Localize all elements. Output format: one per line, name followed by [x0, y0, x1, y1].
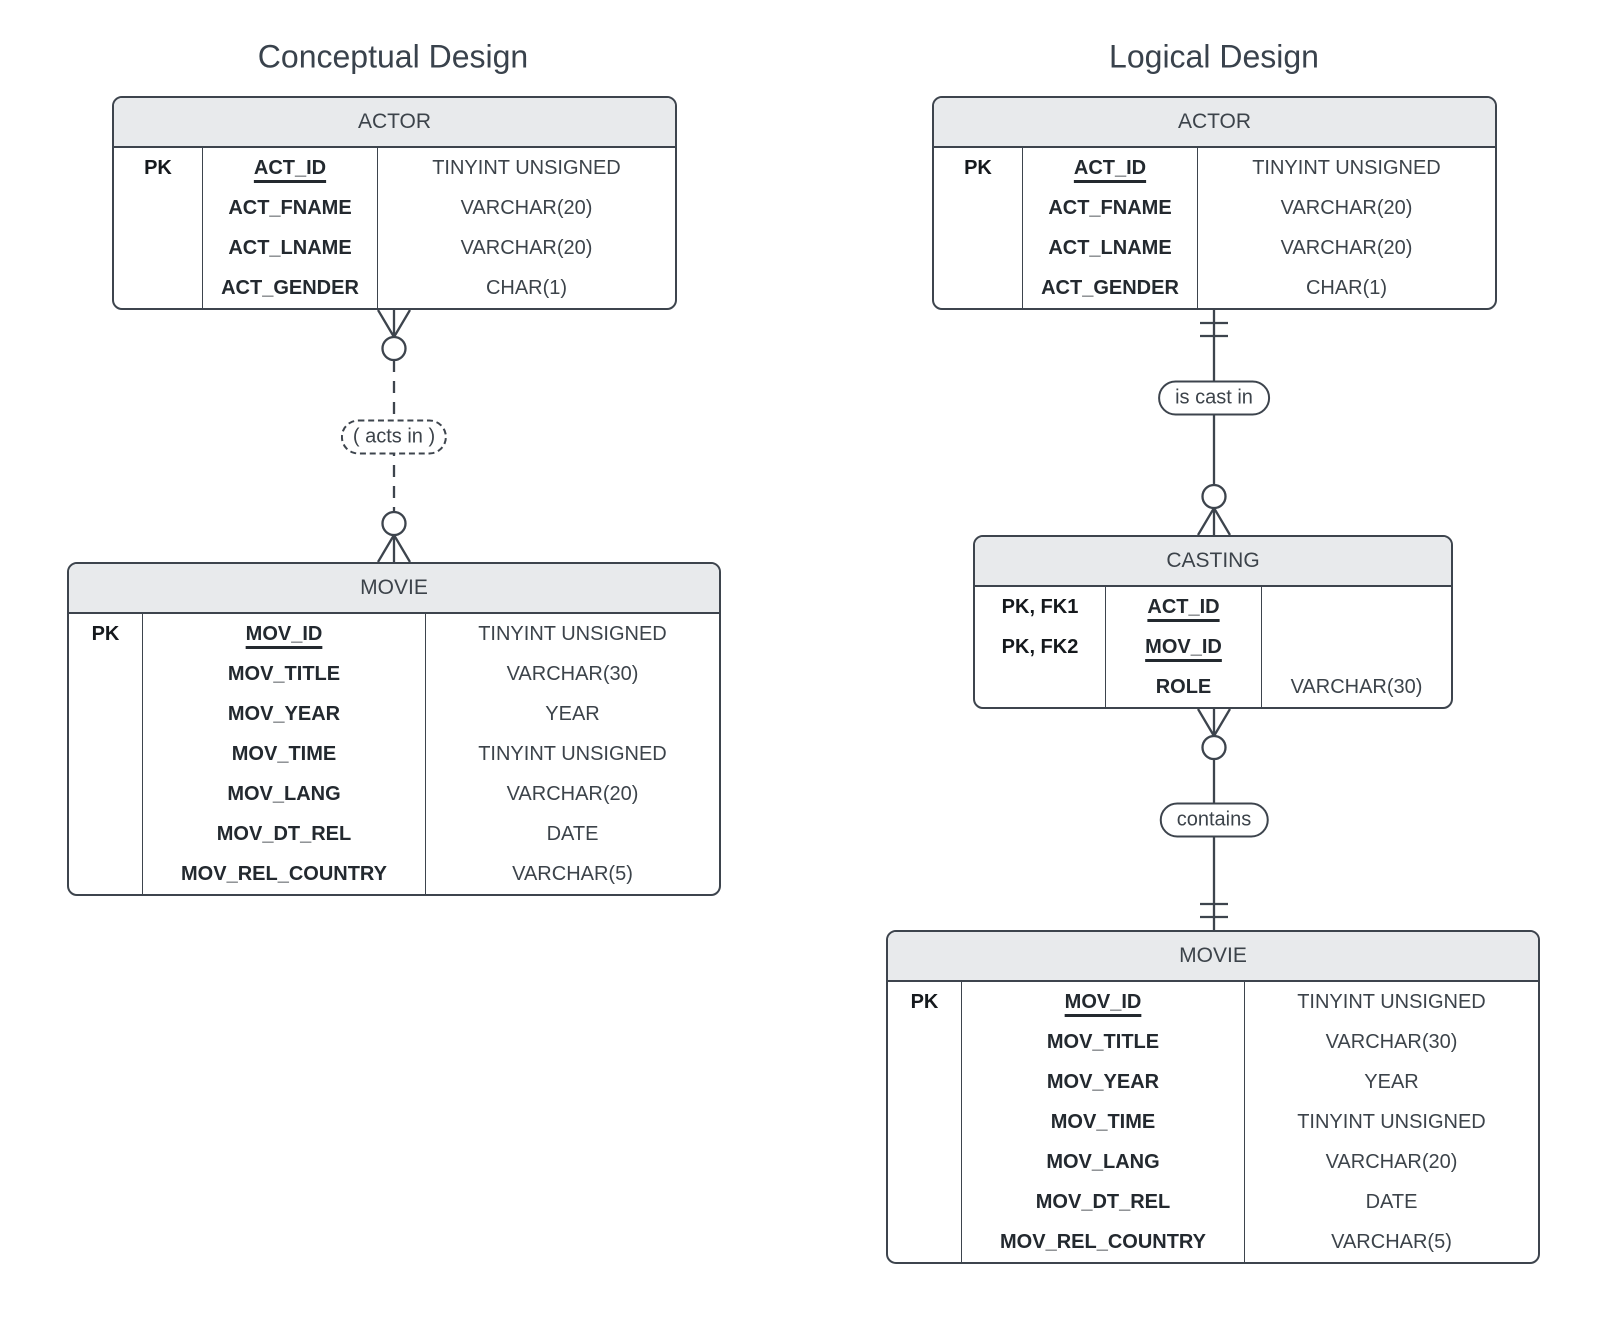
datatype-cell: [1262, 587, 1451, 627]
table-header-movie: MOVIE: [69, 564, 719, 614]
datatype-cell: TINYINT UNSIGNED: [1252, 157, 1441, 179]
key-cell: [888, 1102, 961, 1142]
datatype-cell: YEAR: [1364, 1071, 1419, 1093]
key-cell: [114, 268, 202, 308]
attribute-cell: ACT_ID: [253, 157, 327, 179]
attribute-cell: MOV_YEAR: [1046, 1071, 1160, 1093]
datatype-cell: CHAR(1): [1305, 277, 1388, 299]
attribute-cell: ACT_ID: [1147, 596, 1220, 618]
attribute-cell: ACT_LNAME: [1048, 237, 1172, 259]
key-cell: [69, 654, 142, 694]
attribute-cell: ACT_GENDER: [1041, 277, 1179, 299]
key-cell: [888, 1222, 961, 1262]
table-header-actor: ACTOR: [114, 98, 675, 148]
conceptual-design-title: Conceptual Design: [257, 38, 529, 75]
key-cell: [69, 814, 142, 854]
attribute-cell: MOV_ID: [1064, 991, 1142, 1013]
datatype-cell: TINYINT UNSIGNED: [432, 157, 621, 179]
key-cell: [69, 734, 142, 774]
attribute-cell: MOV_DT_REL: [1035, 1191, 1171, 1213]
relationship-label-acts-in: ( acts in ): [340, 419, 448, 455]
datatype-cell: TINYINT UNSIGNED: [478, 623, 667, 645]
datatype-cell: VARCHAR(30): [1290, 676, 1423, 698]
attribute-cell: ACT_LNAME: [228, 237, 352, 259]
connector-contains: [1197, 708, 1231, 930]
datatype-cell: VARCHAR(20): [460, 237, 593, 259]
key-cell: [934, 188, 1022, 228]
key-cell: PK, FK1: [1001, 596, 1079, 618]
table-actor-logical: ACTOR PK ACT_ID ACT_FNAME ACT_LNAME ACT_GENDE…: [932, 96, 1497, 310]
attribute-cell: MOV_TIME: [231, 743, 337, 765]
attribute-cell: MOV_ID: [245, 623, 323, 645]
datatype-cell: VARCHAR(20): [1280, 197, 1413, 219]
datatype-cell: DATE: [546, 823, 599, 845]
key-cell: PK, FK2: [1001, 636, 1079, 658]
key-cell: [114, 228, 202, 268]
attribute-cell: ACT_ID: [1073, 157, 1147, 179]
datatype-cell: VARCHAR(30): [1325, 1031, 1458, 1053]
key-cell: [888, 1182, 961, 1222]
attribute-cell: MOV_ID: [1145, 636, 1222, 658]
datatype-cell: VARCHAR(5): [1331, 1231, 1452, 1253]
datatype-cell: VARCHAR(20): [506, 783, 639, 805]
key-cell: [888, 1062, 961, 1102]
table-movie-conceptual: MOVIE PK MOV_ID MOV_TITLE MOV_YEAR MOV_TIME MO…: [67, 562, 721, 896]
table-movie-logical: MOVIE PK MOV_ID MOV_TITLE MOV_YEAR MOV_TIME MO…: [886, 930, 1540, 1264]
connector-is-cast-in: [1197, 310, 1231, 536]
key-cell: [69, 854, 142, 894]
table-actor-conceptual: ACTOR PK ACT_ID ACT_FNAME ACT_LNAME ACT_GENDE…: [112, 96, 677, 310]
key-cell: [69, 694, 142, 734]
table-body: PK MOV_ID MOV_TITLE MOV_YEAR MOV_TIME MOV_LAN…: [888, 982, 1538, 1262]
attribute-cell: ACT_GENDER: [221, 277, 359, 299]
datatype-cell: VARCHAR(20): [460, 197, 593, 219]
datatype-cell: [1262, 627, 1451, 667]
datatype-cell: YEAR: [545, 703, 600, 725]
attribute-cell: ROLE: [1155, 676, 1212, 698]
attribute-cell: MOV_REL_COUNTRY: [181, 863, 387, 885]
key-cell: [69, 774, 142, 814]
datatype-cell: CHAR(1): [485, 277, 568, 299]
table-body: PK ACT_ID ACT_FNAME ACT_LNAME ACT_GENDER TINY…: [114, 148, 675, 308]
relationship-label-contains: contains: [1159, 802, 1269, 838]
key-cell: [934, 268, 1022, 308]
datatype-cell: VARCHAR(5): [512, 863, 633, 885]
attribute-cell: MOV_LANG: [227, 783, 341, 805]
datatype-cell: VARCHAR(20): [1280, 237, 1413, 259]
key-cell: PK: [144, 157, 172, 179]
table-body: PK ACT_ID ACT_FNAME ACT_LNAME ACT_GENDER TINY…: [934, 148, 1495, 308]
attribute-cell: MOV_REL_COUNTRY: [1000, 1231, 1206, 1253]
key-cell: PK: [964, 157, 992, 179]
attribute-cell: MOV_TIME: [1050, 1111, 1156, 1133]
datatype-cell: VARCHAR(30): [506, 663, 639, 685]
attribute-cell: ACT_FNAME: [228, 197, 352, 219]
key-cell: PK: [91, 623, 120, 645]
attribute-cell: MOV_DT_REL: [216, 823, 352, 845]
key-cell: [934, 228, 1022, 268]
table-header-actor: ACTOR: [934, 98, 1495, 148]
key-cell: [114, 188, 202, 228]
key-cell: [975, 667, 1105, 707]
attribute-cell: ACT_FNAME: [1048, 197, 1172, 219]
attribute-cell: MOV_TITLE: [1046, 1031, 1160, 1053]
table-header-movie: MOVIE: [888, 932, 1538, 982]
datatype-cell: TINYINT UNSIGNED: [478, 743, 667, 765]
logical-design-title: Logical Design: [1109, 38, 1319, 75]
table-header-casting: CASTING: [975, 537, 1451, 587]
key-cell: PK: [910, 991, 939, 1013]
table-body: PK MOV_ID MOV_TITLE MOV_YEAR MOV_TIME MOV_LAN…: [69, 614, 719, 894]
relationship-label-is-cast-in: is cast in: [1158, 380, 1270, 416]
key-cell: [888, 1022, 961, 1062]
datatype-cell: TINYINT UNSIGNED: [1297, 991, 1486, 1013]
datatype-cell: VARCHAR(20): [1325, 1151, 1458, 1173]
attribute-cell: MOV_YEAR: [227, 703, 341, 725]
attribute-cell: MOV_LANG: [1046, 1151, 1160, 1173]
key-cell: [888, 1142, 961, 1182]
datatype-cell: TINYINT UNSIGNED: [1297, 1111, 1486, 1133]
attribute-cell: MOV_TITLE: [227, 663, 341, 685]
connector-acts-in: [377, 309, 411, 563]
datatype-cell: DATE: [1365, 1191, 1418, 1213]
